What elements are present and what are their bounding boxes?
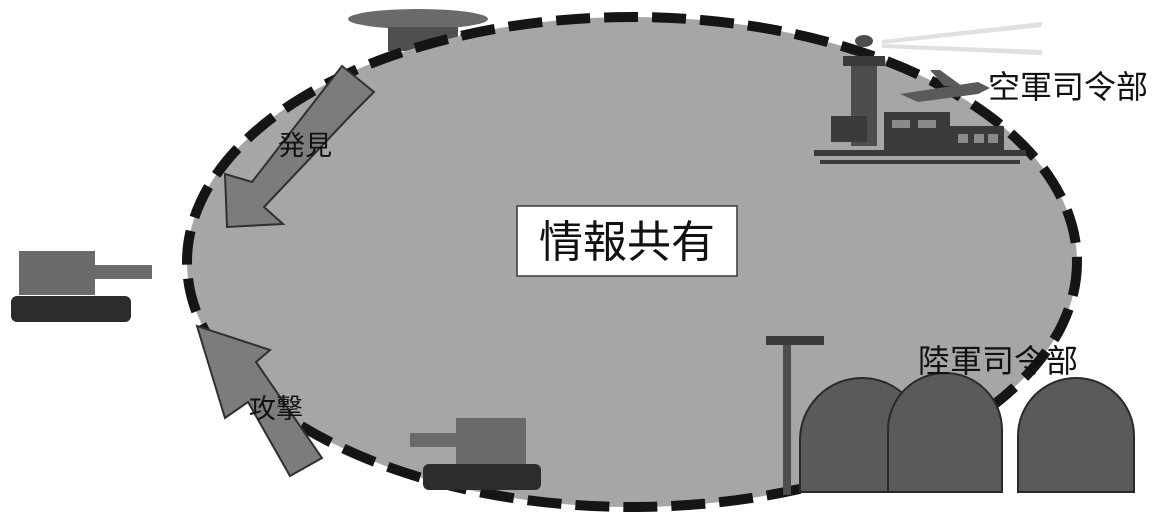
enemy-tank-icon — [11, 251, 152, 322]
army-command-building-icon — [766, 336, 1135, 495]
attack-arrow — [195, 324, 324, 478]
friendly-tank-icon — [410, 418, 541, 490]
information-sharing-label: 情報共有 — [539, 217, 715, 268]
detect-arrow — [223, 64, 376, 229]
detect-label: 発見 — [278, 131, 332, 162]
army-command-label: 陸軍司令部 — [918, 342, 1078, 380]
center-label-box: 情報共有 — [516, 205, 738, 277]
air-command-building-icon — [814, 22, 1042, 164]
airplane-icon — [900, 70, 990, 102]
air-command-label: 空軍司令部 — [988, 68, 1148, 106]
attack-label: 攻撃 — [249, 394, 303, 425]
